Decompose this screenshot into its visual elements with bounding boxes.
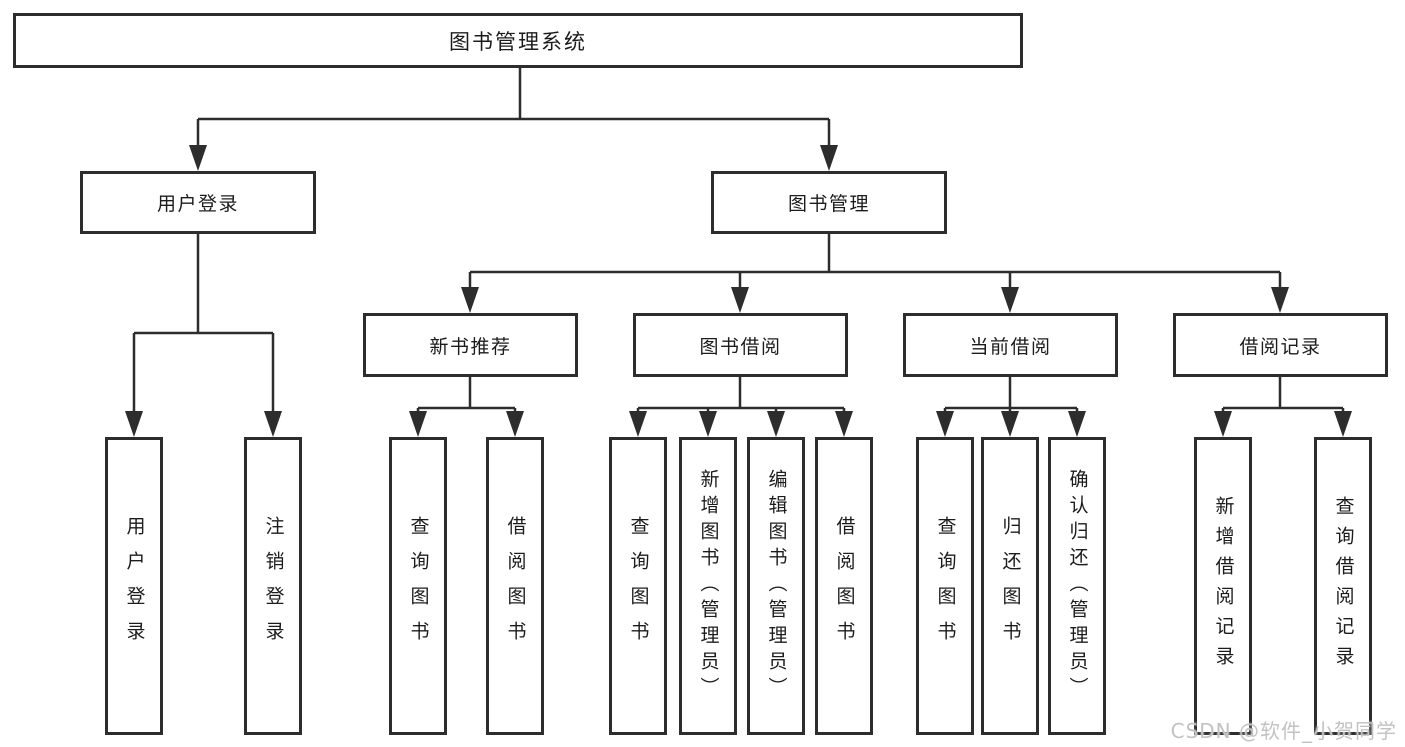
leaf-return-books-label: 归还图书	[999, 516, 1022, 656]
leaf-borrow-books: 借阅图书	[815, 437, 873, 735]
leaf-user-login: 用户登录	[105, 437, 163, 735]
node-book-management: 图书管理	[711, 171, 947, 234]
node-new-book-recommend-label: 新书推荐	[429, 335, 512, 358]
leaf-query-books-borrowing: 查询图书	[609, 437, 667, 735]
node-book-borrowing: 图书借阅	[633, 313, 848, 377]
node-library-management-system: 图书管理系统	[13, 13, 1023, 68]
node-library-management-system-label: 图书管理系统	[449, 29, 587, 54]
node-new-book-recommend: 新书推荐	[363, 313, 578, 377]
leaf-query-books-borrowing-label: 查询图书	[627, 516, 650, 656]
leaf-edit-books-admin: 编辑图书（管理员）	[747, 437, 805, 735]
node-current-borrowing-label: 当前借阅	[969, 335, 1052, 358]
leaf-borrow-books-recommend: 借阅图书	[486, 437, 544, 735]
node-borrowing-records: 借阅记录	[1173, 313, 1388, 377]
node-user-login-label: 用户登录	[156, 193, 239, 215]
leaf-logout: 注销登录	[244, 437, 302, 735]
leaf-add-borrow-record: 新增借阅记录	[1194, 437, 1252, 735]
leaf-logout-label: 注销登录	[262, 516, 285, 656]
leaf-add-books-admin-label: 新增图书（管理员）	[697, 469, 720, 703]
leaf-borrow-books-label: 借阅图书	[833, 516, 856, 656]
node-book-management-label: 图书管理	[787, 193, 870, 215]
leaf-user-login-label: 用户登录	[123, 516, 146, 656]
leaf-query-books-recommend-label: 查询图书	[407, 516, 430, 656]
node-current-borrowing: 当前借阅	[903, 313, 1118, 377]
node-user-login: 用户登录	[80, 171, 316, 234]
node-book-borrowing-label: 图书借阅	[699, 335, 782, 358]
leaf-query-borrow-record: 查询借阅记录	[1314, 437, 1372, 735]
leaf-add-borrow-record-label: 新增借阅记录	[1212, 496, 1235, 676]
csdn-watermark: CSDN @软件_小贺同学	[1170, 719, 1397, 743]
leaf-confirm-return-admin-label: 确认归还（管理员）	[1066, 469, 1089, 703]
leaf-query-books-recommend: 查询图书	[389, 437, 447, 735]
leaf-query-books-current-label: 查询图书	[934, 516, 957, 656]
leaf-borrow-books-recommend-label: 借阅图书	[504, 516, 527, 656]
leaf-query-borrow-record-label: 查询借阅记录	[1332, 496, 1355, 676]
leaf-edit-books-admin-label: 编辑图书（管理员）	[765, 469, 788, 703]
leaf-add-books-admin: 新增图书（管理员）	[679, 437, 737, 735]
node-borrowing-records-label: 借阅记录	[1239, 335, 1322, 358]
leaf-query-books-current: 查询图书	[916, 437, 974, 735]
leaf-confirm-return-admin: 确认归还（管理员）	[1048, 437, 1106, 735]
leaf-return-books: 归还图书	[981, 437, 1039, 735]
